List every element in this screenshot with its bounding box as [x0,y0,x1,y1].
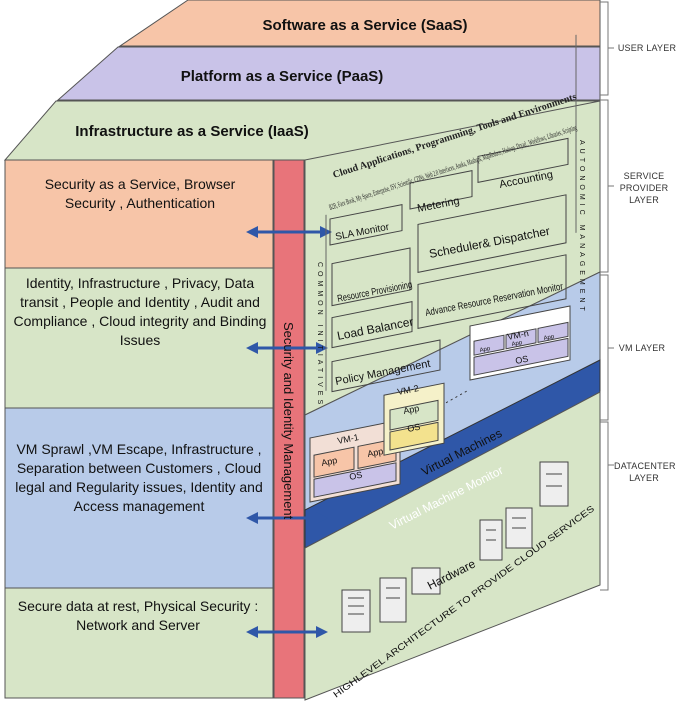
left-box-2 [4,267,274,409]
vm-1-app1-label: App [320,455,338,468]
vm-2-label: VM-2 [396,383,419,397]
iaas-label: Infrastructure as a Service (IaaS) [75,123,308,140]
vm-1-label: VM-1 [336,432,359,446]
resource-provisioning-box [331,247,411,307]
accounting-box [477,137,569,183]
vm-2-box [383,382,445,456]
vm-n-label: VM-n [506,328,529,342]
vm-2-app-label: App [402,403,420,416]
arrow-3 [246,512,328,524]
server-icons [341,461,569,633]
paas-label: Platform as a Service (PaaS) [181,68,384,85]
vm-2-os-label: OS [406,422,421,434]
vm-n-box [469,305,571,381]
datacenter-layer-label: DATACENTER LAYER [614,461,676,484]
left-box-3 [4,407,274,589]
vm-n-app3-label: App [543,334,555,342]
vm-n-app1-label: App [479,346,491,354]
scheduler-box [417,194,567,273]
user-layer-label: USER LAYER [617,43,677,53]
arrow-4 [246,626,328,638]
vm-layer-label: VM LAYER [618,343,666,353]
left-box-1 [4,159,274,269]
security-bar-label: Security and Identity Management [281,322,296,520]
security-bar [273,159,305,699]
vm-1-os-label: OS [348,470,363,482]
vm-1-box [309,419,401,503]
saas-layer [118,0,601,47]
left-box-4-text: Secure data at rest, Physical Security :… [17,598,259,633]
layer-brackets [600,1,614,591]
left-box-3-text: VM Sprawl ,VM Escape, Infrastructure , S… [15,441,263,514]
advance-resource-box [417,254,567,329]
left-box-2-text: Identity, Infrastructure , Privacy, Data… [13,275,267,348]
policy-box [331,339,441,393]
saas-label: Software as a Service (SaaS) [262,17,467,34]
metering-box [409,169,473,210]
left-box-4 [4,587,274,699]
load-balancer-box [331,300,413,349]
vm-1-app2-label: App [366,446,384,459]
vm-n-app2-label: App [511,340,523,348]
arrow-2 [246,342,328,354]
sla-monitor-box [329,203,403,246]
left-box-1-text: Security as a Service, Browser Security … [44,176,236,211]
vm-n-os-label: OS [514,354,529,366]
datacenter-face [304,391,601,701]
vm-dots [445,389,469,404]
common-initiatives-label: COMMON INITIATIVES [316,262,323,408]
service-provider-layer-label: SERVICE PROVIDER LAYER [619,171,669,206]
autonomic-label: AUTONOMIC MANAGEMENT [578,140,585,315]
